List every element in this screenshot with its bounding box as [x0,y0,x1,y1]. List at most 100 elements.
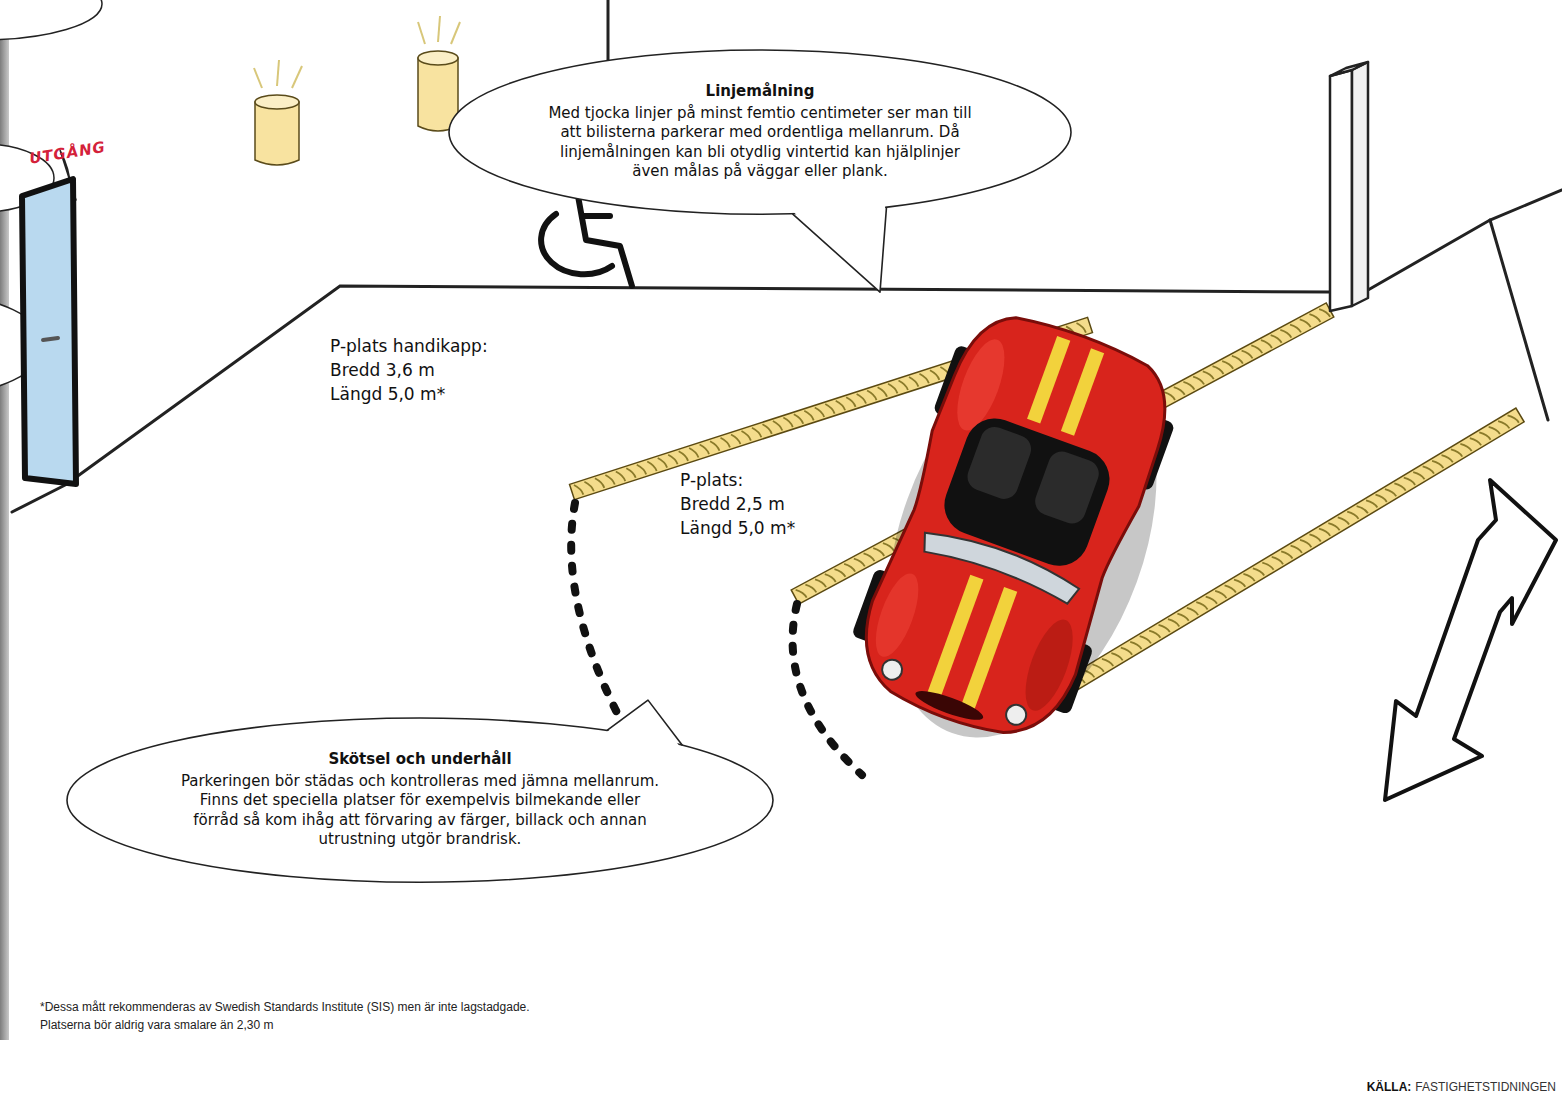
brush-stroke [1232,356,1243,364]
pillar [1330,62,1368,76]
brush-stroke [888,384,897,394]
brush-stroke [1385,489,1396,496]
brush-stroke [1262,563,1273,570]
exit-door [22,179,76,484]
ceiling-lamp [451,22,460,44]
brush-stroke [873,548,884,556]
ceiling-lamp [255,102,299,165]
dimension: Bredd 3,6 m [330,360,435,380]
stripe-band [791,303,1334,604]
brush-stroke [1479,432,1490,439]
brush-stroke [1300,319,1311,327]
bubble-body: Med tjocka linjer på minst femtio centim… [545,104,975,182]
brush-stroke [584,482,593,492]
toy-car [1027,336,1070,423]
brush-stroke [1130,642,1141,649]
brush-stroke [1234,580,1245,587]
brush-stroke [605,475,614,485]
exit-door [43,338,58,340]
brush-stroke [1177,614,1188,621]
ceiling-lamp [418,51,458,65]
bubble-heading: Skötsel och underhåll [175,750,665,770]
bubble-tail-outline [793,207,887,292]
brush-stroke [1508,415,1519,422]
brush-stroke [1290,325,1301,333]
toy-car [842,299,1187,755]
brush-stroke [1309,314,1320,322]
brush-stroke [762,424,771,434]
brush-stroke [783,418,792,428]
brush-stroke [1193,377,1204,385]
brush-stroke [1225,585,1236,592]
footnote: Platserna bör aldrig vara smalare än 2,3… [40,1018,273,1032]
brush-stroke [1140,636,1151,643]
brush-stroke [1251,345,1262,353]
brush-stroke [1174,387,1185,395]
toy-car [1061,348,1104,435]
ceiling-lamp [254,68,262,88]
brush-stroke [1281,551,1292,558]
brush-stroke [1242,351,1253,359]
brush-stroke [1328,523,1339,530]
brush-stroke [825,404,834,414]
side-bubbles [0,0,102,40]
brush-stroke [1451,449,1462,456]
space-title: P-plats handikapp: [330,336,488,356]
ceiling-lamp [255,95,299,109]
brush-stroke [909,377,918,387]
toy-car [964,423,1035,503]
toy-car [1031,448,1102,528]
brush-stroke [1187,608,1198,615]
dimension: Längd 5,0 m* [680,518,795,538]
brush-stroke [1076,323,1085,333]
ceiling-lamp [438,16,440,42]
brush-stroke [1404,478,1415,485]
brush-stroke [741,431,750,441]
brush-stroke [595,478,604,488]
brush-stroke [1442,455,1453,462]
brush-stroke [1423,466,1434,473]
brush-stroke [1183,382,1194,390]
bubble-text: LinjemålningMed tjocka linjer på minst f… [545,82,975,182]
brush-stroke [1357,506,1368,513]
footnote: *Dessa mått rekommenderas av Swedish Sta… [40,1000,530,1014]
ceiling-lamp [292,66,302,88]
brush-stroke [846,397,855,407]
brush-stroke [637,465,646,475]
brush-stroke [647,461,656,471]
brush-stroke [1291,546,1302,553]
brush-stroke [1319,309,1330,317]
toy-car [919,523,1083,605]
bubble-heading: Linjemålning [545,82,975,102]
brush-stroke [1243,574,1254,581]
brush-stroke [1203,371,1214,379]
bubble-ellipse [449,50,1071,214]
brush-stroke [1159,625,1170,632]
toy-car [913,686,986,726]
brush-stroke [867,391,876,401]
toy-car [1003,702,1029,728]
brush-stroke [1213,366,1224,374]
brush-stroke [752,428,761,438]
brush-stroke [834,569,845,577]
brush-stroke [1215,591,1226,598]
brush-stroke [731,434,740,444]
pillar [1330,62,1368,311]
brush-stroke [1498,421,1509,428]
brush-stroke [1196,602,1207,609]
source-name: FASTIGHETSTIDNINGEN [1415,1080,1556,1094]
brush-stroke [710,441,719,451]
speech-bubble: Skötsel och underhållParkeringen bör stä… [65,716,775,884]
brush-stroke [1093,664,1104,671]
brush-stroke [883,543,894,551]
brush-stroke [689,448,698,458]
direction-arrow [1385,480,1556,800]
brush-stroke [679,451,688,461]
brush-stroke [1413,472,1424,479]
brush-stroke [1111,653,1122,660]
brush-stroke [1489,427,1500,434]
floor-lines [1490,220,1548,420]
floor-lines [1368,190,1562,290]
brush-stroke [815,407,824,417]
brush-stroke [1206,597,1217,604]
